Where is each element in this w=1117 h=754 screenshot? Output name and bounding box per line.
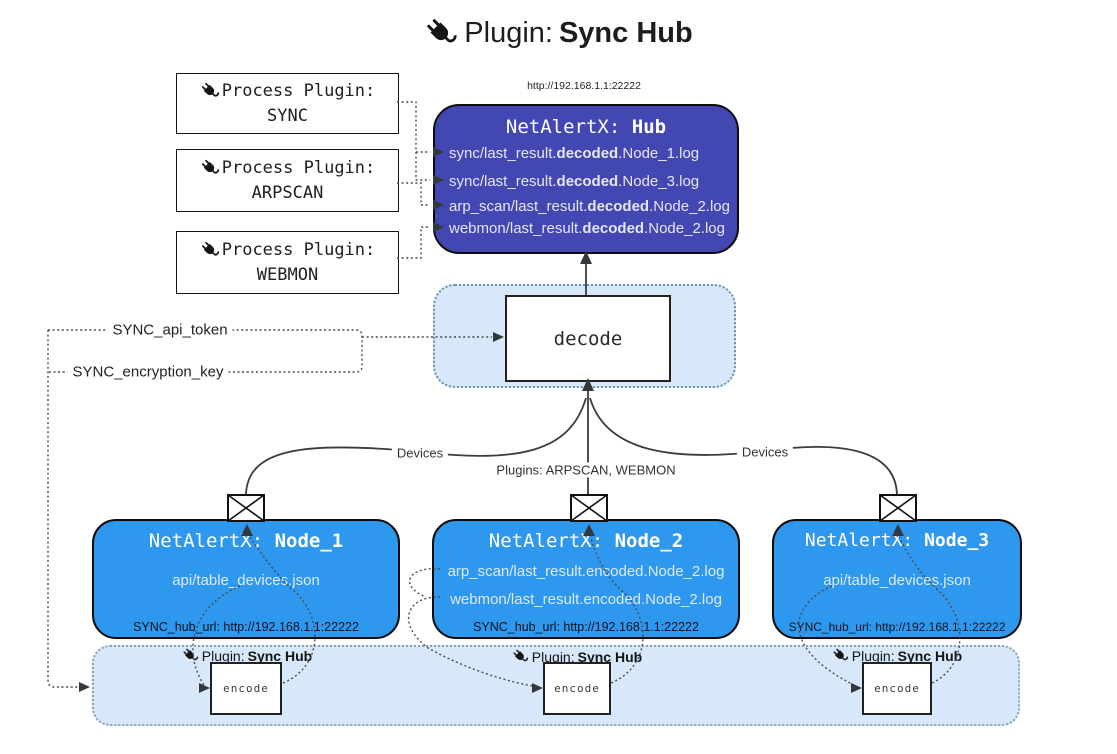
log-bold: decoded (582, 220, 645, 237)
hub-log-line: sync/last_result.decoded.Node_3.log (449, 172, 699, 192)
log-bold: decoded (556, 145, 619, 162)
node-box-node2: NetAlertX: Node_2 arp_scan/last_result.e… (432, 519, 740, 639)
node-title-prefix: NetAlertX: (488, 530, 615, 552)
node-title: NetAlertX: Node_2 (434, 530, 738, 552)
hub-url-label: http://192.168.1.1:22222 (527, 80, 641, 92)
hub-title: NetAlertX: Hub (435, 116, 737, 138)
encode-box-3: encode (862, 662, 932, 715)
hub-log-line: sync/last_result.decoded.Node_1.log (449, 144, 699, 164)
node-file-line: arp_scan/last_result.encoded.Node_2.log (447, 563, 725, 580)
devices-label-left: Devices (391, 445, 449, 461)
page-title: Plugin: Sync Hub (0, 16, 1117, 50)
node-title-bold: Node_2 (614, 530, 684, 552)
node-file-line: api/table_devices.json (172, 572, 320, 589)
log-pre: sync/last_result. (449, 145, 557, 162)
node-title: NetAlertX: Node_1 (94, 530, 398, 552)
node-file-line: api/table_devices.json (823, 572, 971, 589)
node-hub-url: SYNC_hub_url: http://192.168.1.1:22222 (473, 620, 699, 634)
process-plugin-box-arpscan: Process Plugin: ARPSCAN (176, 149, 399, 212)
node-box-node1: NetAlertX: Node_1 api/table_devices.json… (92, 519, 400, 639)
plug-icon (201, 160, 219, 174)
page-title-prefix: Plugin: (464, 16, 553, 49)
node-box-node3: NetAlertX: Node_3 api/table_devices.json… (772, 519, 1022, 639)
plug-icon (833, 648, 849, 661)
log-post: .Node_3.log (618, 173, 700, 190)
log-pre: webmon/last_result. (449, 220, 583, 237)
hub-title-prefix: NetAlertX: (505, 116, 632, 138)
node-title: NetAlertX: Node_3 (774, 530, 1020, 551)
hub-log-line: arp_scan/last_result.decoded.Node_2.log (449, 197, 730, 217)
process-plugin-name: SYNC (267, 105, 308, 126)
process-plugin-label: Process Plugin: (221, 157, 376, 178)
page-title-bold: Sync Hub (558, 16, 693, 49)
node-title-bold: Node_3 (924, 530, 990, 551)
log-post: .Node_2.log (644, 220, 725, 237)
plug-icon (201, 242, 219, 256)
plug-icon (513, 649, 529, 662)
hub-title-bold: Hub (631, 116, 667, 138)
encoder-label-prefix: Plugin: (851, 647, 895, 664)
process-plugin-box-webmon: Process Plugin: WEBMON (176, 231, 399, 294)
sync-api-token-label: SYNC_api_token (107, 321, 233, 339)
process-plugin-box-sync: Process Plugin: SYNC (176, 73, 399, 134)
encode-box-2: encode (543, 662, 611, 715)
process-plugin-name: WEBMON (256, 264, 319, 285)
log-bold: decoded (587, 198, 650, 215)
process-plugin-name: ARPSCAN (251, 182, 324, 203)
process-plugin-label: Process Plugin: (221, 80, 376, 101)
decode-box: decode (505, 295, 671, 382)
node-file-line: webmon/last_result.encoded.Node_2.log (450, 591, 722, 608)
encode-box-1: encode (210, 662, 282, 715)
plugins-center-label: Plugins: ARPSCAN, WEBMON (491, 462, 681, 478)
envelope-icon (570, 494, 608, 522)
devices-label-right: Devices (736, 444, 794, 460)
plug-icon (183, 648, 199, 661)
node-hub-url: SYNC_hub_url: http://192.168.1.1:22222 (788, 620, 1006, 634)
log-post: .Node_2.log (649, 198, 730, 215)
encoder-label-prefix: Plugin: (531, 648, 575, 665)
plug-icon (427, 19, 457, 43)
log-pre: arp_scan/last_result. (449, 198, 588, 215)
node-title-bold: Node_1 (274, 530, 344, 552)
node-hub-url: SYNC_hub_url: http://192.168.1.1:22222 (133, 620, 359, 634)
log-post: .Node_1.log (618, 145, 700, 162)
sync-encryption-key-label: SYNC_encryption_key (67, 363, 229, 381)
log-bold: decoded (556, 173, 619, 190)
process-plugin-label: Process Plugin: (221, 239, 376, 260)
hub-box: NetAlertX: Hub sync/last_result.decoded.… (433, 104, 739, 254)
plug-icon (201, 83, 219, 97)
envelope-icon (227, 494, 265, 522)
envelope-icon (879, 494, 917, 522)
node-title-prefix: NetAlertX: (804, 530, 925, 551)
log-pre: sync/last_result. (449, 173, 557, 190)
hub-log-line: webmon/last_result.decoded.Node_2.log (449, 219, 725, 239)
node-title-prefix: NetAlertX: (148, 530, 275, 552)
